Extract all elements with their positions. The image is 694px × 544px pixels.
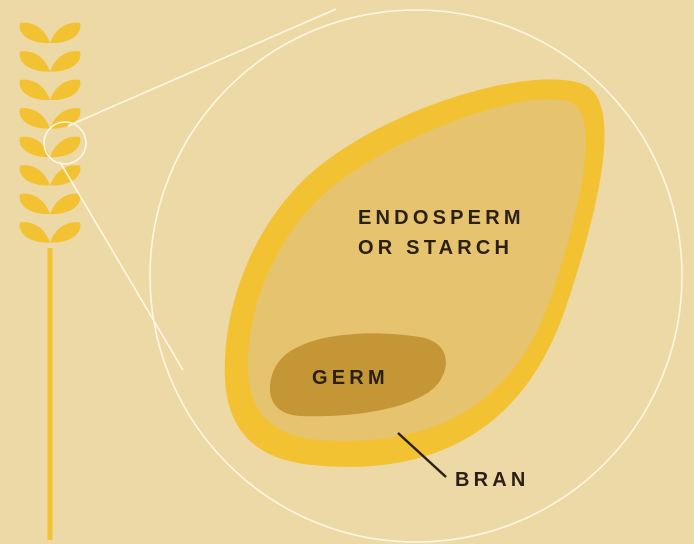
wheat-kernel-left: [20, 222, 50, 242]
wheat-kernel-right: [50, 51, 80, 71]
wheat-kernel-right: [50, 165, 80, 185]
endosperm-label-line2: OR STARCH: [358, 237, 513, 259]
germ-label: GERM: [312, 367, 389, 389]
wheat-kernel-right: [50, 80, 80, 100]
wheat-kernel-left: [20, 80, 50, 100]
wheat-stalk-icon: [20, 23, 81, 540]
wheat-head: [20, 23, 81, 243]
magnifier-line-bottom: [60, 162, 183, 370]
wheat-kernel-left: [20, 165, 50, 185]
wheat-kernel-right: [50, 137, 80, 157]
wheat-kernel-right: [50, 222, 80, 242]
wheat-kernel-left: [20, 137, 50, 157]
wheat-kernel-left: [20, 23, 50, 43]
wheat-kernel-left: [20, 194, 50, 214]
magnifier-line-top: [68, 9, 336, 126]
endosperm-label-line1: ENDOSPERM: [358, 207, 525, 229]
wheat-kernel-left: [20, 108, 50, 128]
wheat-kernel-left: [20, 51, 50, 71]
wheat-kernel-right: [50, 194, 80, 214]
wheat-kernel-right: [50, 23, 80, 43]
bran-label: BRAN: [455, 469, 530, 491]
